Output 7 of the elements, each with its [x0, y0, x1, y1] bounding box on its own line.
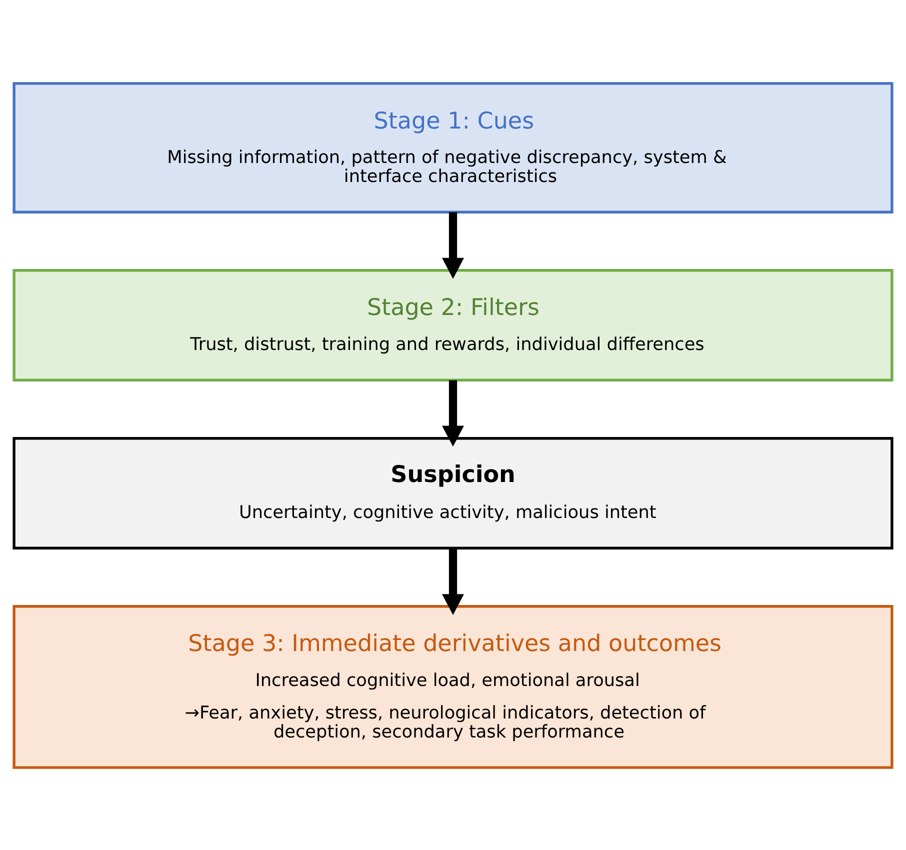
arrow	[442, 212, 464, 278]
node-box: Stage 1: Cues Missing information, pattern of negative discrepancy, system & interface characteristics	[12, 82, 894, 213]
arrow	[442, 380, 464, 446]
node-box: Stage 3: Immediate derivatives and outcomes Increased cognitive load, emotional arousal →Fear, anxiety, stress, neurological indicators, detection of deception, secondary task performance	[12, 604, 894, 768]
node-box: Suspicion Uncertainty, cognitive activity, malicious intent	[12, 436, 894, 549]
node-box: Stage 2: Filters Trust, distrust, training and rewards, individual differences	[12, 268, 894, 381]
arrow	[442, 548, 464, 615]
